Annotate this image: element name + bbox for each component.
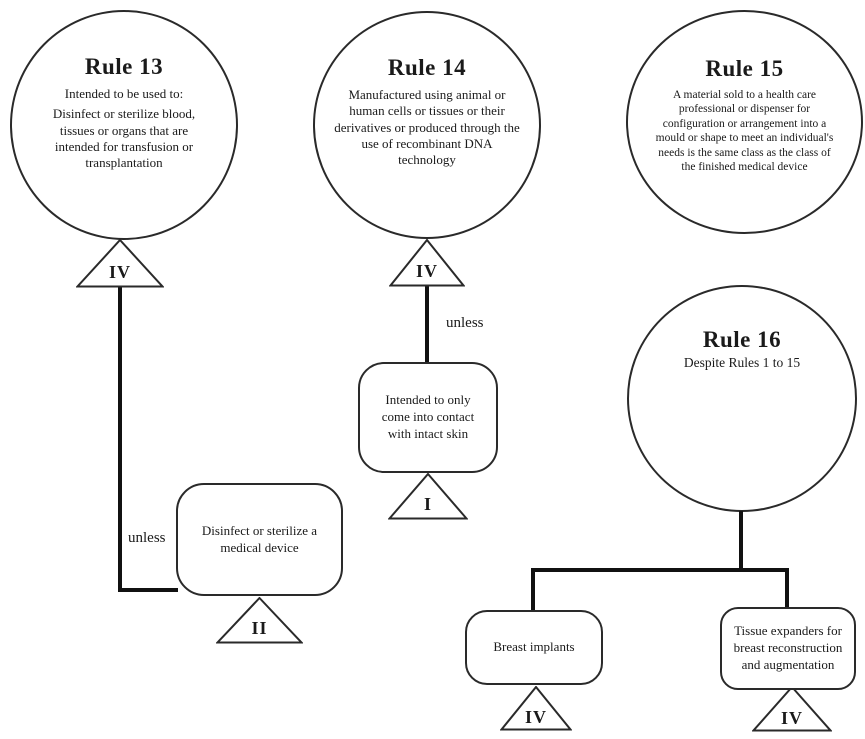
rule13-class-triangle: IV [76, 239, 164, 288]
triangle-shape [76, 239, 164, 288]
triangle-shape [389, 239, 465, 287]
triangle-shape [216, 597, 303, 644]
rule14-title: Rule 14 [387, 55, 467, 80]
rule16-body: Despite Rules 1 to 15 [683, 355, 801, 370]
tissue-expanders-class-triangle: IV [752, 686, 832, 732]
rule14-exception-class-triangle: I [388, 473, 468, 520]
rule15-body: A material sold to a health care profess… [655, 89, 834, 173]
triangle-shape [388, 473, 468, 520]
triangle-shape [752, 686, 832, 732]
rule13-body: Disinfect or sterilize blood, tissues or… [52, 106, 196, 170]
rule13-exception-box: Disinfect or sterilize a medical device [176, 483, 343, 596]
rule14-exception-label: Intended to only come into contact with … [381, 392, 475, 441]
breast-implants-class-triangle: IV [500, 686, 572, 731]
rule14-class-label: IV [415, 261, 438, 281]
triangle-shape [500, 686, 572, 731]
breast-implants-label: Breast implants [493, 639, 575, 655]
rule13-circle: Rule 13 Intended to be used to: Disinfec… [10, 10, 238, 240]
rule13-intro: Intended to be used to: [64, 86, 184, 101]
rule14-connector-vertical [425, 286, 429, 364]
tissue-expanders-box: Tissue expanders for breast reconstructi… [720, 607, 856, 690]
rule13-exception-class-triangle: II [216, 597, 303, 644]
rule13-connector-vertical [118, 286, 122, 592]
rule14-unless-label: unless [446, 315, 484, 331]
rule13-connector-elbow [118, 588, 178, 592]
rule16-title: Rule 16 [702, 327, 782, 352]
rule16-circle: Rule 16 Despite Rules 1 to 15 [627, 285, 857, 512]
tissue-expanders-label: Tissue expanders for breast reconstructi… [733, 623, 843, 672]
rule16-connector-right-drop [785, 568, 789, 609]
rule14-class-triangle: IV [389, 239, 465, 287]
breast-implants-class-label: IV [524, 707, 547, 727]
rule15-circle: Rule 15 A material sold to a health care… [626, 10, 863, 234]
rule15-title: Rule 15 [705, 56, 784, 81]
tissue-expanders-class-label: IV [780, 708, 803, 728]
rule13-exception-label: Disinfect or sterilize a medical device [201, 522, 318, 555]
breast-implants-box: Breast implants [465, 610, 603, 685]
rule14-body: Manufactured using animal or human cells… [334, 87, 520, 167]
rule16-connector-left-drop [531, 568, 535, 612]
rule13-class-label: IV [108, 262, 131, 282]
rule16-connector-hbar [531, 568, 789, 572]
rule14-circle: Rule 14 Manufactured using animal or hum… [313, 11, 541, 239]
rule14-exception-box: Intended to only come into contact with … [358, 362, 498, 473]
rule14-exception-class-label: I [423, 494, 432, 514]
rule13-title: Rule 13 [84, 54, 164, 79]
rule13-exception-class-label: II [251, 618, 268, 638]
rule13-unless-label: unless [128, 530, 166, 546]
rule16-connector-stem [739, 511, 743, 572]
